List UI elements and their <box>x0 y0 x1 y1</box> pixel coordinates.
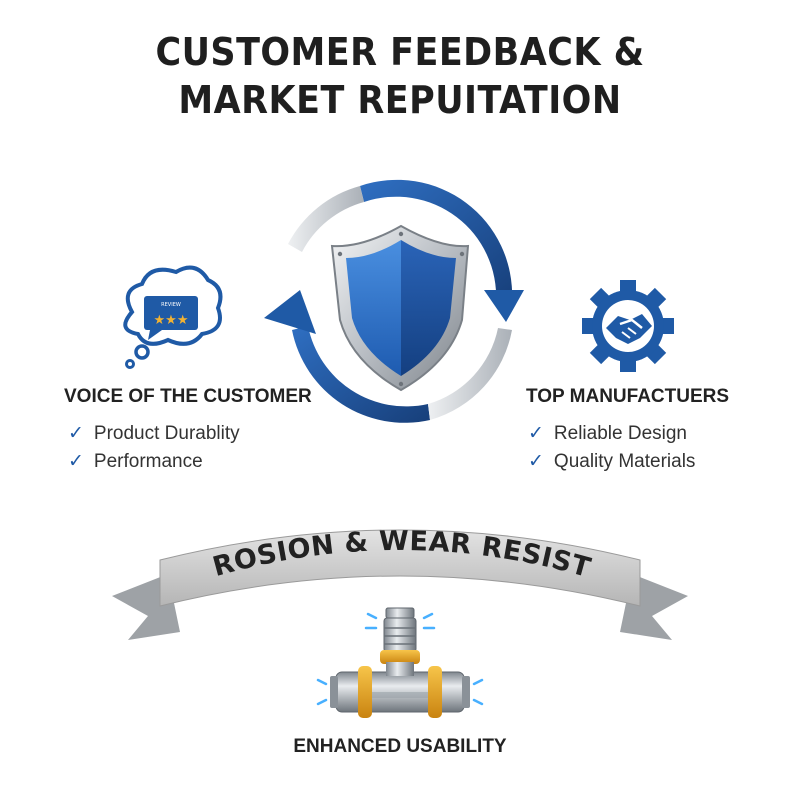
enhanced-usability-label: ENHANCED USABILITY <box>293 736 507 757</box>
sparkle-lines-icon <box>316 612 484 706</box>
cycle-arrows-icon <box>264 179 524 423</box>
page-title: CUSTOMER FEEDBACK & MARKET REPUITATION <box>32 28 768 124</box>
check-icon: ✓ <box>68 451 84 472</box>
top-manufacturers-heading: TOP MANUFACTUERS <box>526 386 730 407</box>
rating-stars-icon: ★★★ <box>154 313 189 328</box>
list-item: ✓ Reliable Design <box>528 420 695 448</box>
bubble-text: REVIEW <box>161 302 181 308</box>
check-icon: ✓ <box>68 423 84 444</box>
list-item-label: Performance <box>93 451 203 472</box>
list-item: ✓ Product Durablity <box>68 420 240 448</box>
list-item-label: Product Durablity <box>93 423 240 444</box>
customer-checklist: ✓ Product Durablity ✓ Performance <box>68 420 240 476</box>
list-item-label: Reliable Design <box>553 423 687 444</box>
title-line-2: MARKET REPUITATION <box>178 78 622 122</box>
list-item: ✓ Quality Materials <box>528 448 695 476</box>
check-icon: ✓ <box>528 423 544 444</box>
pipe-tee-fitting-icon <box>316 607 484 718</box>
thought-bubble-rating-icon: REVIEW ★★★ <box>123 265 223 369</box>
manufacturer-checklist: ✓ Reliable Design ✓ Quality Materials <box>528 420 695 476</box>
shield-icon <box>330 224 470 392</box>
title-line-1: CUSTOMER FEEDBACK & <box>155 30 645 74</box>
list-item: ✓ Performance <box>68 448 240 476</box>
voice-of-customer-heading: VOICE OF THE CUSTOMER <box>64 386 312 407</box>
list-item-label: Quality Materials <box>553 451 696 472</box>
gear-handshake-icon <box>582 280 674 372</box>
check-icon: ✓ <box>528 451 544 472</box>
